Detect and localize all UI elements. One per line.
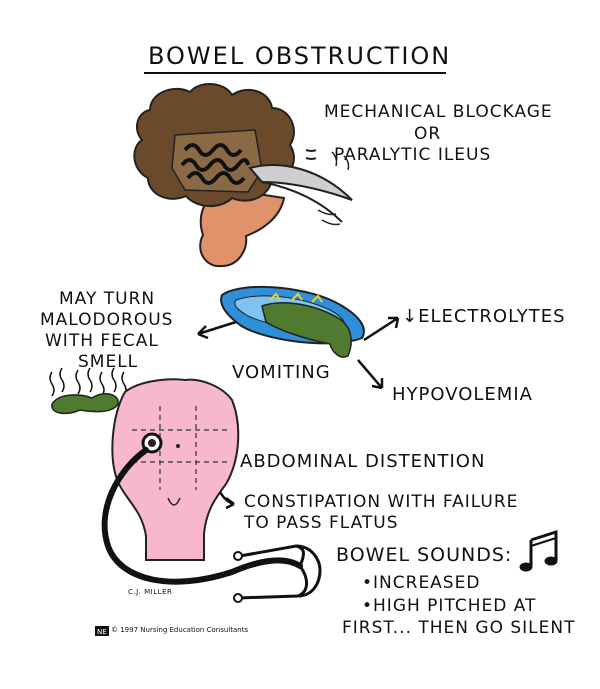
bowel-sounds-item-1: •INCREASED: [362, 573, 481, 593]
hypovolemia-label: HYPOVOLEMIA: [392, 384, 533, 405]
cause-line-3: PARALYTIC ILEUS: [334, 145, 492, 165]
arrows: [197, 316, 400, 510]
distention-label: ABDOMINAL DISTENTION: [240, 451, 486, 472]
bowel-illustration: [133, 83, 353, 268]
vomitus: [261, 302, 352, 358]
music-note-icon: [519, 529, 558, 572]
vomitus-note-line-4: SMELL: [78, 352, 139, 372]
vomitus-note-line-3: WITH FECAL: [45, 331, 159, 351]
vomiting-label: VOMITING: [232, 362, 331, 383]
arrow-to-electrolytes: [363, 316, 400, 342]
nec-logo: NE: [95, 626, 109, 636]
electrolytes-label: ↓ELECTROLYTES: [402, 306, 566, 327]
title-underline: [144, 72, 446, 74]
vomitus-note-line-1: MAY TURN: [59, 289, 156, 309]
bowel-sounds-item-3: FIRST... THEN GO SILENT: [342, 618, 576, 638]
page-title: BOWEL OBSTRUCTION: [148, 42, 452, 70]
bowel-sounds-item-2: •HIGH PITCHED AT: [362, 596, 537, 616]
constipation-line-2: TO PASS FLATUS: [244, 513, 399, 533]
cause-line-1: MECHANICAL BLOCKAGE: [324, 102, 553, 122]
abdomen-torso: [111, 378, 240, 561]
vomitus-puddle: [51, 392, 119, 415]
constipation-line-1: CONSTIPATION WITH FAILURE: [244, 492, 519, 512]
svg-text:NE: NE: [97, 628, 107, 636]
odor-squiggles: [49, 367, 127, 397]
cause-line-2: OR: [414, 124, 442, 144]
emesis-basin: [220, 285, 365, 358]
bowel-sounds-heading: BOWEL SOUNDS:: [336, 544, 513, 566]
colon-orange: [199, 188, 286, 268]
artist-signature: C.J. MILLER: [128, 588, 173, 596]
stethoscope: [101, 432, 322, 603]
arrow-to-vomitus-note: [197, 320, 237, 340]
arrow-to-hypovolemia: [357, 359, 384, 390]
copyright-notice: © 1997 Nursing Education Consultants: [111, 626, 249, 634]
arrow-to-constipation: [218, 491, 235, 510]
vomitus-note-line-2: MALODOROUS: [40, 310, 174, 330]
clamp: [248, 164, 353, 201]
